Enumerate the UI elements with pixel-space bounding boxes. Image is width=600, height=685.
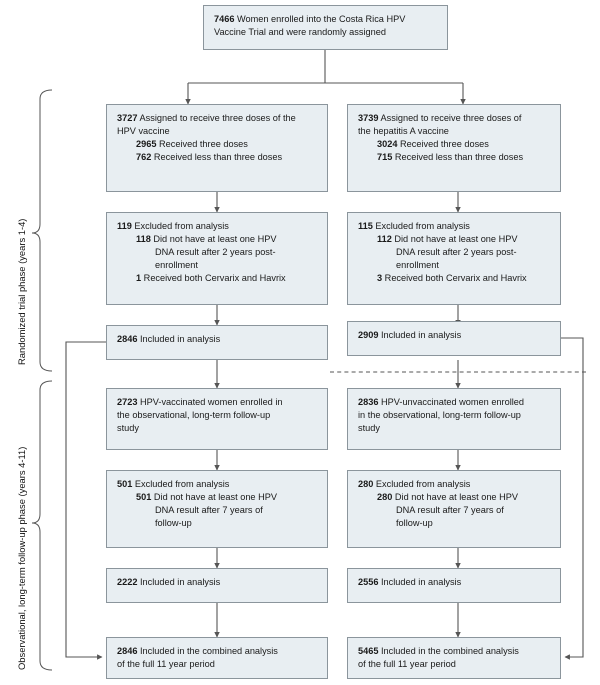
node-count: 2846 <box>117 334 138 344</box>
node-line: 762 Received less than three doses <box>136 152 283 163</box>
node-count: 280 <box>377 492 393 503</box>
bracket-randomized-phase <box>31 89 53 372</box>
node-line: 3727 Assigned to receive three doses of … <box>117 113 296 123</box>
node-count: 2222 <box>117 577 138 587</box>
node-line: DNA result after 2 years post- <box>155 247 276 258</box>
node-line: 3 Received both Cervarix and Havrix <box>377 273 527 284</box>
node-hpv-included-trial: 2846 Included in analysis <box>106 325 328 360</box>
node-line: study <box>358 423 380 434</box>
node-count: 3 <box>377 273 383 284</box>
bracket-observational-phase <box>31 380 53 671</box>
node-hpv-combined: 2846 Included in the combined analysis of… <box>106 637 328 679</box>
node-hpv-assigned: 3727 Assigned to receive three doses of … <box>106 104 328 192</box>
node-line: 119 Excluded from analysis <box>117 221 229 231</box>
node-line: 115 Excluded from analysis <box>358 221 470 231</box>
node-count: 115 <box>358 221 373 231</box>
node-hepa-assigned: 3739 Assigned to receive three doses of t… <box>347 104 561 192</box>
node-hpv-ltfu-enrolled: 2723 HPV-vaccinated women enrolled in the… <box>106 388 328 450</box>
node-line: DNA result after 7 years of <box>396 505 504 516</box>
node-line: study <box>117 423 139 434</box>
node-line: follow-up <box>396 518 433 529</box>
node-count: 119 <box>117 221 132 231</box>
node-hepa-included-trial: 2909 Included in analysis <box>347 321 561 356</box>
node-count: 2909 <box>358 330 379 340</box>
node-line: follow-up <box>155 518 192 529</box>
node-line: 3024 Received three doses <box>377 139 489 150</box>
node-line: 715 Received less than three doses <box>377 152 524 163</box>
node-line: 3739 Assigned to receive three doses of <box>358 113 522 123</box>
node-count: 2965 <box>136 139 157 150</box>
node-count: 762 <box>136 152 152 163</box>
node-count: 3024 <box>377 139 398 150</box>
phase-label-randomized: Randomized trial phase (years 1-4) <box>16 218 27 365</box>
node-line: 1 Received both Cervarix and Havrix <box>136 273 286 284</box>
node-line: 2965 Received three doses <box>136 139 248 150</box>
node-line: DNA result after 7 years of <box>155 505 263 516</box>
node-unvax-included-ltfu: 2556 Included in analysis <box>347 568 561 603</box>
node-count: 2556 <box>358 577 379 587</box>
node-line: 2846 Included in the combined analysis <box>117 646 278 656</box>
node-count: 2723 <box>117 397 138 407</box>
node-line: enrollment <box>155 260 198 271</box>
node-unvax-excluded-ltfu: 280 Excluded from analysis 280 Did not ha… <box>347 470 561 548</box>
node-count: 3739 <box>358 113 379 123</box>
node-line: 112 Did not have at least one HPV <box>377 234 518 245</box>
node-line: 280 Did not have at least one HPV <box>377 492 518 503</box>
node-line: 2723 HPV-vaccinated women enrolled in <box>117 397 283 407</box>
node-line: enrollment <box>396 260 439 271</box>
node-line: 280 Excluded from analysis <box>358 479 471 489</box>
node-hpv-excluded-trial: 119 Excluded from analysis 118 Did not ha… <box>106 212 328 305</box>
node-line: 118 Did not have at least one HPV <box>136 234 277 245</box>
node-count: 1 <box>136 273 142 284</box>
node-line: 2846 Included in analysis <box>117 334 221 344</box>
node-count: 2836 <box>358 397 379 407</box>
node-count: 118 <box>136 234 151 245</box>
node-count: 112 <box>377 234 392 245</box>
node-count: 280 <box>358 479 374 489</box>
node-line: 501 Did not have at least one HPV <box>136 492 277 503</box>
node-count: 715 <box>377 152 393 163</box>
node-line: 2836 HPV-unvaccinated women enrolled <box>358 397 525 407</box>
node-count: 501 <box>117 479 133 489</box>
node-unvax-ltfu-enrolled: 2836 HPV-unvaccinated women enrolled in t… <box>347 388 561 450</box>
node-hpv-included-ltfu: 2222 Included in analysis <box>106 568 328 603</box>
phase-label-observational: Observational, long-term follow-up phase… <box>16 446 27 670</box>
node-enrollment: 7466 Women enrolled into the Costa Rica … <box>203 5 448 50</box>
node-line: DNA result after 2 years post- <box>396 247 517 258</box>
node-count: 3727 <box>117 113 138 123</box>
node-count: 2846 <box>117 646 138 656</box>
node-hpv-excluded-ltfu: 501 Excluded from analysis 501 Did not ha… <box>106 470 328 548</box>
node-count: 501 <box>136 492 152 503</box>
node-line: Vaccine Trial and were randomly assigned <box>214 27 386 38</box>
node-line: 2222 Included in analysis <box>117 577 221 587</box>
node-line: HPV vaccine <box>117 126 170 137</box>
node-line: 501 Excluded from analysis <box>117 479 230 489</box>
node-line: of the full 11 year period <box>358 659 456 670</box>
edge-right-bypass <box>561 337 584 660</box>
node-unvax-combined: 5465 Included in the combined analysis of… <box>347 637 561 679</box>
node-count: 7466 <box>214 14 235 24</box>
node-hepa-excluded-trial: 115 Excluded from analysis 112 Did not ha… <box>347 212 561 305</box>
node-line: in the observational, long-term follow-u… <box>358 410 521 421</box>
node-count: 5465 <box>358 646 379 656</box>
node-line: 2909 Included in analysis <box>358 330 462 340</box>
node-line: the hepatitis A vaccine <box>358 126 449 137</box>
node-line: the observational, long-term follow-up <box>117 410 271 421</box>
node-line: of the full 11 year period <box>117 659 215 670</box>
node-line: 7466 Women enrolled into the Costa Rica … <box>214 14 406 24</box>
node-line: 2556 Included in analysis <box>358 577 462 587</box>
edge-left-bypass <box>65 341 106 660</box>
node-line: 5465 Included in the combined analysis <box>358 646 519 656</box>
